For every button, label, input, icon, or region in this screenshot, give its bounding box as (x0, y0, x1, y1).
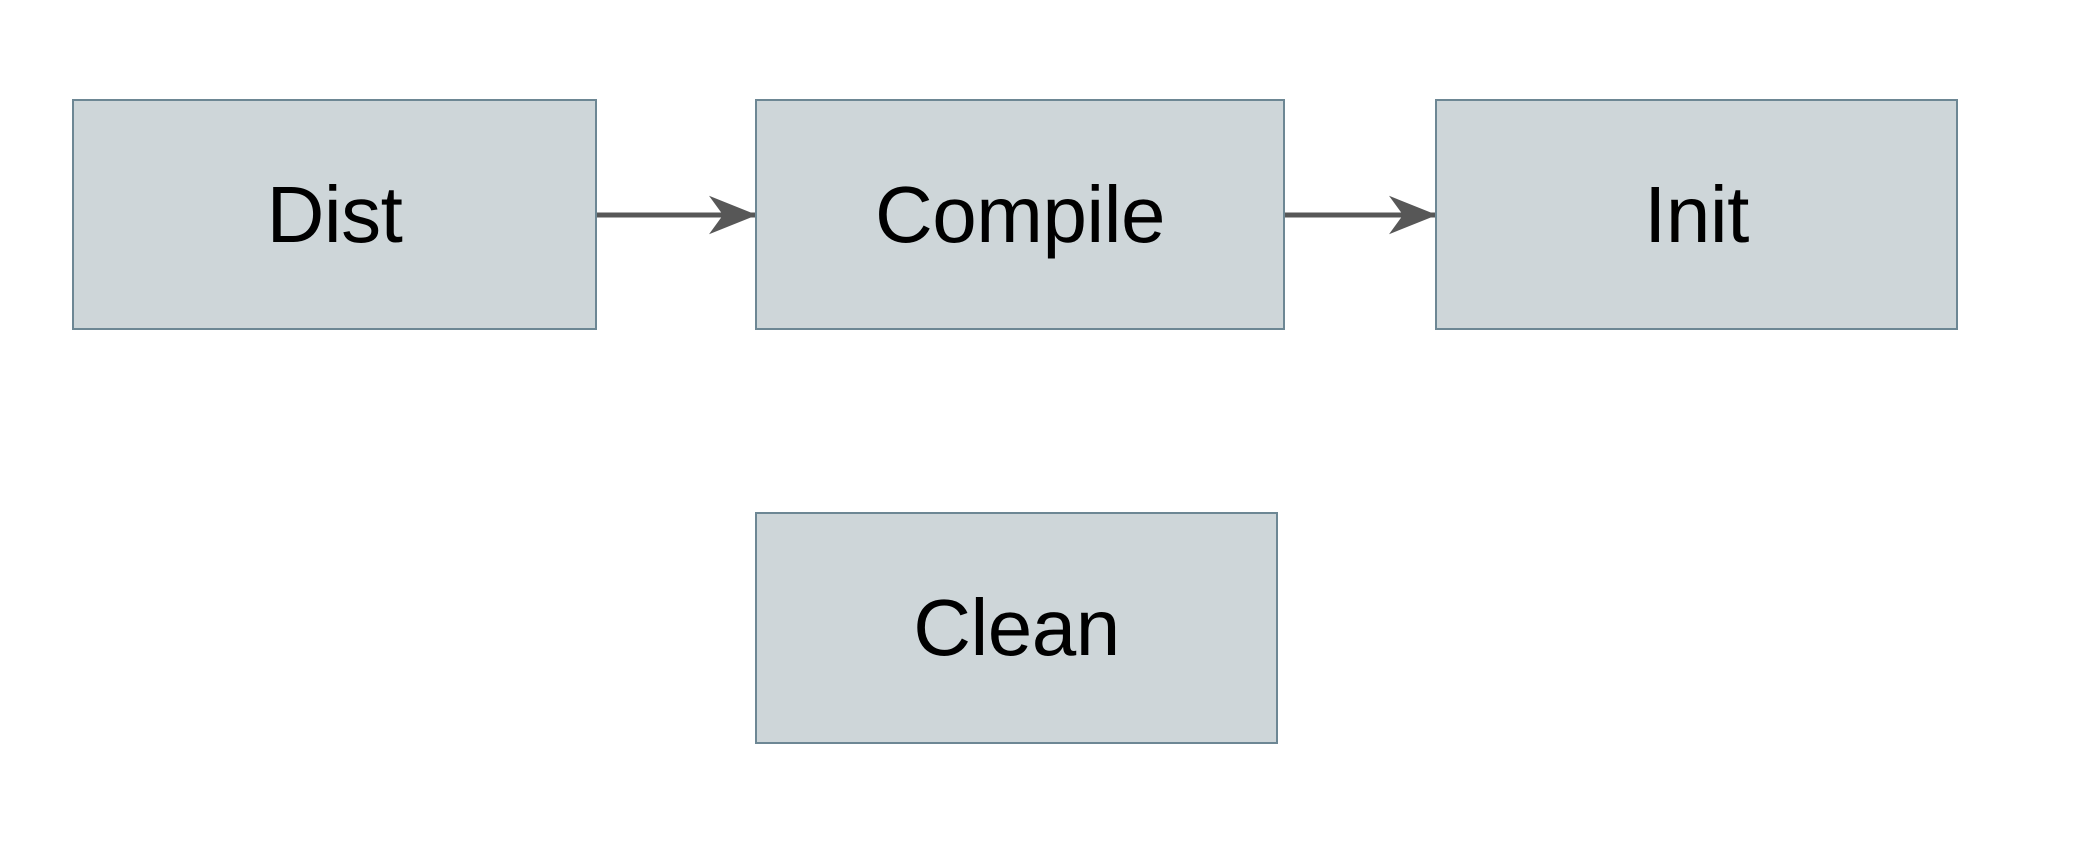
node-label: Clean (913, 583, 1120, 672)
node-label: Compile (875, 169, 1165, 259)
node-compile[interactable]: Compile (755, 99, 1285, 330)
node-dist[interactable]: Dist (72, 99, 597, 330)
node-label: Dist (266, 169, 403, 259)
node-clean[interactable]: Clean (755, 512, 1278, 744)
node-init[interactable]: Init (1435, 99, 1958, 330)
node-label: Init (1644, 169, 1749, 259)
